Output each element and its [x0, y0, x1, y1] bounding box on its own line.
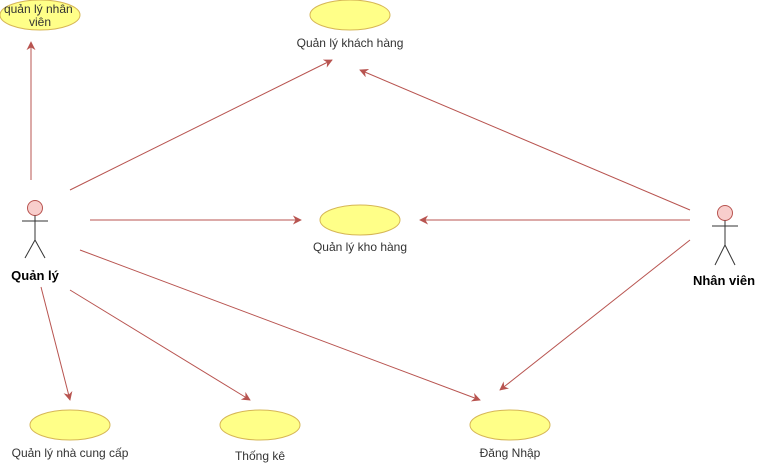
associations — [26, 41, 691, 402]
usecase-ellipse — [469, 409, 551, 441]
stick-figure-icon — [22, 200, 48, 259]
usecase-dang-nhap[interactable]: Đăng Nhập — [469, 409, 551, 460]
usecase-ellipse — [319, 204, 401, 236]
usecase-quan-ly-khach-hang[interactable]: Quản lý khách hàng — [297, 0, 404, 50]
usecase-label: Đăng Nhập — [480, 446, 541, 460]
stick-figure-icon — [712, 205, 738, 266]
usecase-ellipse — [29, 409, 111, 441]
usecase-label: quản lý nhân viên — [4, 2, 76, 29]
usecase-quan-ly-nha-cung-cap[interactable]: Quản lý nhà cung cấp — [12, 409, 129, 460]
usecase-label-line-2: viên — [29, 15, 51, 29]
usecase-label: Thống kê — [235, 449, 285, 463]
usecase-thong-ke[interactable]: Thống kê — [219, 409, 301, 463]
usecase-quan-ly-nhan-vien[interactable]: quản lý nhân viên — [0, 0, 81, 31]
usecase-label: Quản lý nhà cung cấp — [12, 446, 129, 460]
association-nhanvien-dangnhap[interactable] — [499, 239, 691, 391]
association-quanly-dangnhap[interactable] — [79, 249, 481, 402]
actor-nhan-vien[interactable]: Nhân viên — [693, 205, 755, 289]
association-quanly-thongke[interactable] — [69, 289, 251, 401]
association-quanly-khachhang[interactable] — [69, 59, 333, 191]
usecase-ellipse — [219, 409, 301, 441]
association-nhanvien-khachhang[interactable] — [359, 69, 691, 211]
actor-quan-ly[interactable]: Quản lý — [11, 200, 60, 284]
association-quanly-nhacungcap[interactable] — [40, 286, 73, 401]
usecase-quan-ly-kho-hang[interactable]: Quản lý kho hàng — [313, 204, 407, 254]
usecase-label: Quản lý kho hàng — [313, 240, 407, 254]
usecase-ellipse — [309, 0, 391, 31]
actor-label: Nhân viên — [693, 273, 755, 288]
usecase-label-line-1: quản lý nhân — [4, 2, 73, 16]
actor-label: Quản lý — [11, 268, 59, 283]
usecase-label: Quản lý khách hàng — [297, 36, 404, 50]
usecase-ellipse — [0, 0, 81, 31]
